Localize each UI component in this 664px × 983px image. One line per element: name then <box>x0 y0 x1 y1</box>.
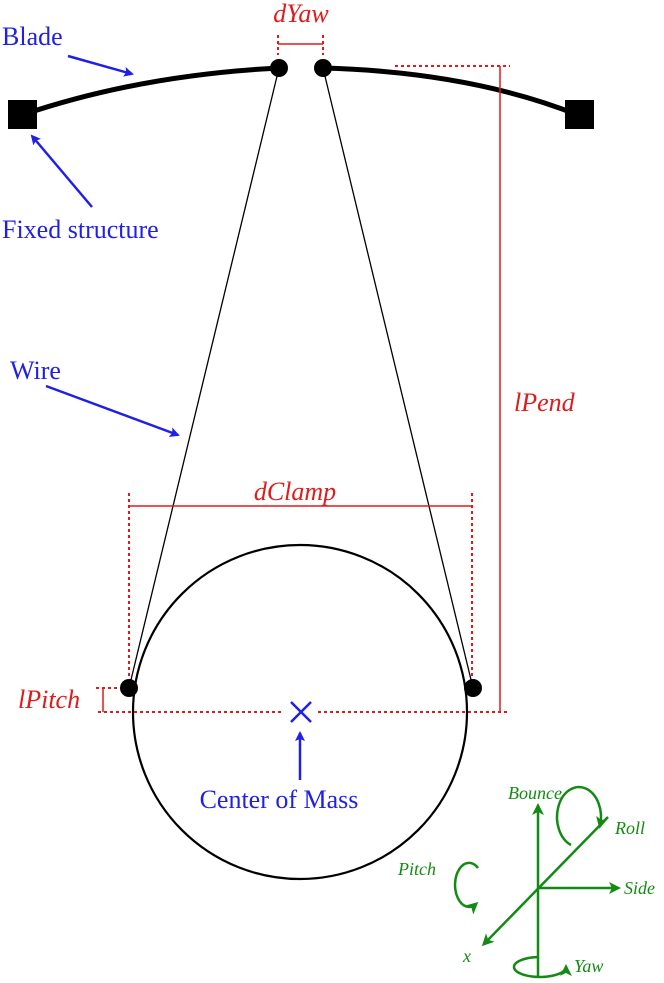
mass-body <box>131 543 469 881</box>
clamp-point-left <box>120 679 138 697</box>
blade-tip-left <box>270 59 288 77</box>
lpend-label: lPend <box>514 388 576 417</box>
blade-label: Blade <box>2 22 63 51</box>
roll-label: Roll <box>614 818 645 838</box>
blade-left <box>21 65 280 118</box>
fixed-structure-arrow <box>30 134 93 208</box>
blade-tip-right <box>314 59 332 77</box>
wire-left <box>128 67 280 689</box>
center-of-mass-marker <box>290 701 312 723</box>
bounce-label: Bounce <box>508 783 562 803</box>
clamp-point-right <box>464 679 482 697</box>
yaw-rotation-icon <box>512 955 572 979</box>
lpend-dimension: lPend <box>395 65 576 712</box>
fixed-structure-label: Fixed structure <box>2 215 159 244</box>
roll-rotation-icon <box>555 785 608 847</box>
lpitch-label: lPitch <box>18 685 80 714</box>
fixed-structure-left <box>8 100 37 129</box>
pitch-label: Pitch <box>397 859 436 879</box>
dclamp-dimension: dClamp <box>128 477 473 676</box>
coordinate-axes: Bounce Side x Roll Pitch Yaw <box>397 783 655 979</box>
wire-arrow <box>45 384 180 437</box>
lpitch-dimension: lPitch <box>18 685 120 714</box>
wire-label: Wire <box>10 356 61 385</box>
dyaw-label: dYaw <box>273 0 329 28</box>
x-label: x <box>462 946 471 966</box>
yaw-label: Yaw <box>574 956 603 976</box>
blade-right <box>322 65 579 118</box>
side-label: Side <box>624 878 655 898</box>
center-of-mass-label: Center of Mass <box>200 785 359 814</box>
x-axis <box>481 816 609 947</box>
dclamp-label: dClamp <box>254 477 336 506</box>
pitch-rotation-icon <box>453 861 479 915</box>
wire-right <box>322 67 474 689</box>
blade-arrow <box>67 54 134 77</box>
dyaw-dimension: dYaw <box>273 0 329 55</box>
fixed-structure-right <box>565 100 594 129</box>
